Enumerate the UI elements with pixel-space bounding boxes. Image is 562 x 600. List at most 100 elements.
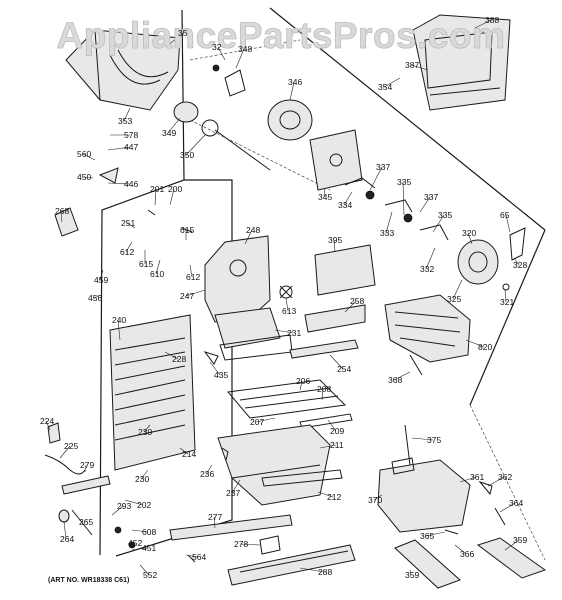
callout-c293: 293 xyxy=(117,501,131,511)
motor-bracket xyxy=(309,129,363,191)
leader-line xyxy=(465,339,485,348)
leader-line xyxy=(82,176,94,179)
callout-c370: 370 xyxy=(368,495,382,505)
callout-c362: 362 xyxy=(498,472,512,482)
control-module xyxy=(377,424,471,533)
leader-line xyxy=(185,554,199,558)
leader-line xyxy=(167,32,185,46)
callout-c366: 366 xyxy=(460,549,474,559)
linkage-parts xyxy=(344,177,449,241)
callout-c32: 32 xyxy=(212,42,222,52)
callout-c325: 325 xyxy=(447,294,461,304)
callout-c349: 349 xyxy=(162,128,176,138)
callout-c354: 354 xyxy=(378,82,392,92)
leader-line xyxy=(299,567,325,573)
leader-line xyxy=(84,464,87,473)
leader-line xyxy=(131,547,149,551)
leader-line xyxy=(255,417,276,423)
callout-c251: 251 xyxy=(121,218,135,228)
leader-line xyxy=(99,269,104,281)
callout-c615a: 615 xyxy=(180,225,194,235)
leader-line xyxy=(185,134,206,156)
callout-c201: 201 xyxy=(150,184,164,194)
leader-line xyxy=(244,229,253,245)
callout-c332: 332 xyxy=(420,264,434,274)
leader-line xyxy=(474,19,492,29)
leader-line xyxy=(126,222,136,229)
callout-c268: 268 xyxy=(55,206,69,216)
leader-line xyxy=(504,289,507,303)
leader-line xyxy=(419,196,431,213)
leader-line xyxy=(425,531,446,537)
leader-line xyxy=(117,319,121,341)
callout-c228: 228 xyxy=(172,354,186,364)
callout-c359b: 359 xyxy=(405,570,419,580)
leader-line xyxy=(167,117,181,134)
callout-labels: 3235348388387354346353349350578447560450… xyxy=(40,15,527,580)
callout-c321: 321 xyxy=(500,297,514,307)
leader-line xyxy=(217,46,226,61)
callout-c265: 265 xyxy=(79,517,93,527)
callout-c334: 334 xyxy=(338,200,352,210)
callout-c277: 277 xyxy=(208,512,222,522)
leader-line xyxy=(235,48,245,69)
callout-c254: 254 xyxy=(337,364,351,374)
callout-c248: 248 xyxy=(246,225,260,235)
leader-line xyxy=(425,247,436,270)
leader-line xyxy=(123,107,131,122)
leader-line xyxy=(329,354,344,370)
callout-c387: 387 xyxy=(405,60,419,70)
callout-c359a: 359 xyxy=(513,535,527,545)
evaporator xyxy=(109,314,196,471)
leader-line xyxy=(299,380,303,391)
leader-line xyxy=(185,289,206,297)
leader-line xyxy=(505,214,511,233)
leader-line xyxy=(213,516,216,529)
leader-line xyxy=(402,181,405,216)
callout-c209: 209 xyxy=(330,426,344,436)
leader-line xyxy=(107,146,131,151)
callout-c335b: 335 xyxy=(438,210,452,220)
leader-line xyxy=(131,529,149,533)
callout-c320: 320 xyxy=(462,228,476,238)
leader-line xyxy=(169,188,175,206)
callout-c820: 820 xyxy=(478,342,492,352)
leader-line xyxy=(131,542,135,546)
callout-c345: 345 xyxy=(318,192,332,202)
bottom-trims xyxy=(169,514,547,589)
leader-line xyxy=(504,539,520,551)
ice-crusher-parts xyxy=(173,64,271,171)
leader-line xyxy=(333,239,336,253)
small-parts xyxy=(44,167,506,563)
leader-line xyxy=(289,81,295,101)
callout-c365: 365 xyxy=(420,531,434,541)
leader-line xyxy=(274,329,294,334)
leader-line xyxy=(107,182,131,185)
callout-c435: 435 xyxy=(214,370,228,380)
leader-line xyxy=(327,419,337,432)
callout-c240: 240 xyxy=(112,315,126,325)
callout-c612a: 612 xyxy=(120,247,134,257)
leader-line xyxy=(93,294,101,299)
callout-c333: 333 xyxy=(380,228,394,238)
auger-motor xyxy=(267,99,313,141)
callout-c207: 207 xyxy=(250,417,264,427)
callout-c364: 364 xyxy=(509,498,523,508)
leader-line xyxy=(59,445,71,459)
leader-line xyxy=(205,464,213,475)
leader-line xyxy=(459,476,477,483)
callout-c612b: 612 xyxy=(186,272,200,282)
leader-line xyxy=(317,491,334,498)
callout-c65: 65 xyxy=(500,210,510,220)
watermark-text: AppliancePartsPros.com xyxy=(57,15,506,56)
callout-c610: 610 xyxy=(150,269,164,279)
callout-c615b: 615 xyxy=(139,259,153,269)
leader-line xyxy=(285,297,289,312)
cover-plate xyxy=(314,244,376,296)
callout-c230a: 230 xyxy=(138,427,152,437)
leader-line xyxy=(385,211,393,234)
callout-c212: 212 xyxy=(327,492,341,502)
callout-c224: 224 xyxy=(40,416,54,426)
callout-c451: 451 xyxy=(142,543,156,553)
leader-line xyxy=(319,444,337,449)
